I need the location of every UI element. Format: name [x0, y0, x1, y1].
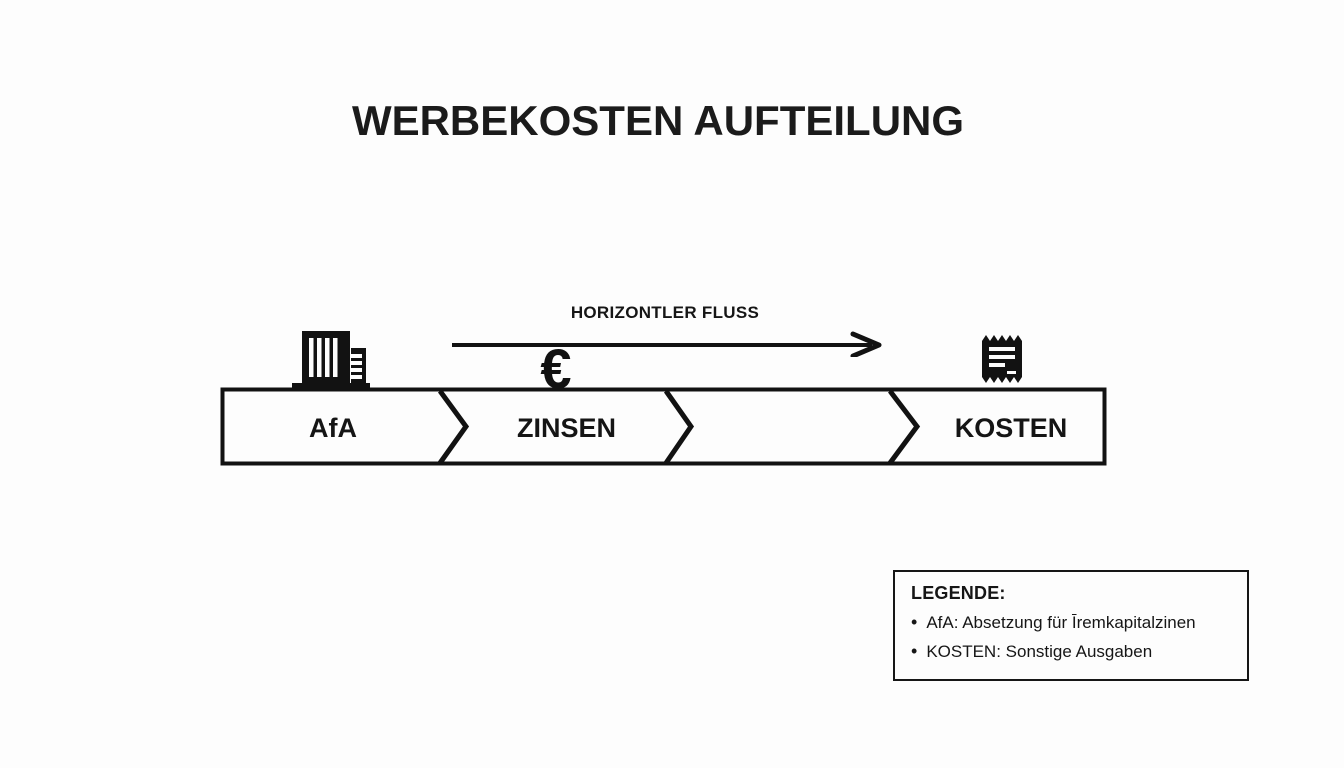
bullet-icon: •: [911, 612, 918, 632]
flow-band-outline: [220, 387, 1107, 466]
segment-label-blank: [691, 413, 891, 443]
legend-item-afa: • AfA: Absetzung für Īremkapitalzinen: [911, 608, 1231, 637]
segment-label-zinsen: ZINSEN: [516, 413, 616, 443]
page-title: WERBEKOSTEN AUFTEILUNG: [351, 97, 965, 144]
arrow-head: [850, 331, 882, 357]
flow-band: [220, 387, 1107, 466]
horizontal-flow-arrow-icon: [452, 331, 882, 357]
chevron-divider-3: [887, 389, 921, 465]
legend-item-text: KOSTEN: Sonstige Ausgaben: [926, 642, 1153, 661]
chevron-divider-1: [437, 389, 470, 465]
receipt-icon: [982, 335, 1022, 383]
building-base: [292, 383, 370, 390]
bullet-icon: •: [911, 641, 918, 661]
flow-arrow-label: HORIZONTLER FLUSS: [570, 303, 760, 322]
chevron-divider-2: [663, 389, 695, 465]
segment-label-afa: AfA: [309, 413, 357, 443]
building-icon: [292, 331, 370, 390]
legend-title: LEGENDE:: [911, 583, 1006, 603]
segment-label-kosten: KOSTEN: [954, 413, 1068, 443]
legend-item-kosten: • KOSTEN: Sonstige Ausgaben: [911, 637, 1231, 666]
legend-box: LEGENDE: • AfA: Absetzung für Īremkapita…: [893, 570, 1249, 681]
euro-icon: €: [540, 337, 572, 400]
legend-item-text: AfA: Absetzung für Īremkapitalzinen: [926, 613, 1196, 632]
